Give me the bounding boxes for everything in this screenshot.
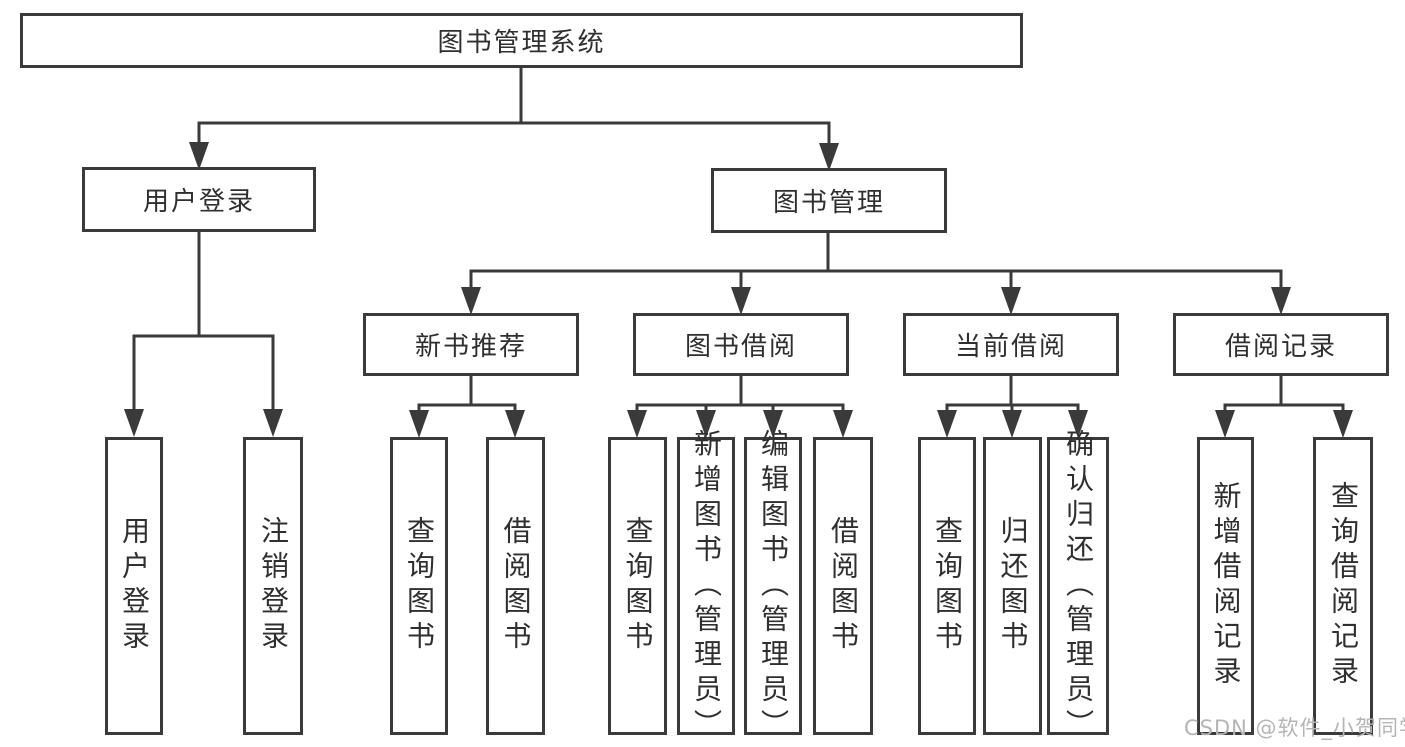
node-label: 编辑图书（管理员）	[757, 428, 790, 744]
node-label: 图书管理	[772, 188, 885, 218]
arrowhead-borrow-record	[1271, 287, 1291, 315]
arrowhead-ul1	[124, 409, 144, 437]
arrowhead-cb1	[937, 410, 957, 438]
node-borrow-book: 借阅图书	[813, 437, 873, 735]
arrowhead-book-management	[819, 143, 839, 171]
arrowhead-current-borrow	[1001, 287, 1021, 315]
arrowhead-br2	[1333, 410, 1353, 438]
csdn-watermark: CSDN @软件_小贺同学	[1184, 716, 1405, 740]
node-label: 新增图书（管理员）	[690, 428, 723, 744]
arrowhead-bb3	[763, 410, 783, 438]
node-label: 归还图书	[996, 516, 1030, 656]
node-confirm-return-admin: 确认归还（管理员）	[1047, 429, 1109, 744]
node-book-borrow: 图书借阅	[633, 313, 849, 376]
node-borrow-query-book: 查询图书	[608, 437, 667, 735]
arrowhead-nb1	[409, 410, 429, 438]
node-label: 查询图书	[403, 516, 436, 656]
arrowhead-br1	[1215, 410, 1235, 438]
node-new-book-recommend: 新书推荐	[363, 313, 579, 376]
node-logout: 注销登录	[243, 437, 303, 735]
node-label: 当前借阅	[954, 332, 1067, 362]
node-label: 借阅图书	[499, 516, 533, 656]
arrowhead-book-borrow	[731, 287, 751, 315]
node-label: 用户登录	[142, 187, 255, 217]
node-label: 用户登录	[118, 516, 151, 656]
node-label: 查询借阅记录	[1327, 481, 1360, 691]
node-label: 新增借阅记录	[1209, 481, 1243, 691]
node-query-borrow-record: 查询借阅记录	[1313, 437, 1373, 735]
node-label: 查询图书	[931, 516, 964, 656]
node-edit-book-admin: 编辑图书（管理员）	[744, 429, 802, 744]
node-return-book: 归还图书	[983, 437, 1042, 735]
node-add-book-admin: 新增图书（管理员）	[677, 429, 735, 744]
arrowhead-new-book	[461, 287, 481, 315]
node-label: 借阅记录	[1224, 332, 1337, 362]
arrowhead-bb2	[696, 410, 716, 438]
node-label: 图书管理系统	[437, 28, 606, 58]
node-label: 新书推荐	[414, 332, 527, 362]
node-add-borrow-record: 新增借阅记录	[1197, 437, 1254, 735]
node-user-login: 用户登录	[82, 167, 316, 232]
arrowhead-cb2	[1002, 410, 1022, 438]
node-new-book-borrow: 借阅图书	[486, 437, 545, 735]
node-label: 图书借阅	[684, 332, 797, 362]
node-label: 注销登录	[257, 516, 290, 656]
arrowhead-cb3	[1068, 410, 1088, 438]
node-borrow-record: 借阅记录	[1173, 313, 1389, 376]
node-user-login-action: 用户登录	[105, 437, 163, 735]
node-label: 查询图书	[621, 516, 655, 656]
node-new-book-query: 查询图书	[390, 437, 448, 735]
arrowhead-nb2	[505, 410, 525, 438]
arrowhead-user-login	[189, 142, 209, 170]
node-library-management-system: 图书管理系统	[20, 13, 1023, 68]
node-current-query-book: 查询图书	[918, 437, 976, 735]
node-book-management: 图书管理	[711, 168, 947, 233]
arrowhead-bb4	[833, 410, 853, 438]
node-label: 借阅图书	[827, 516, 860, 656]
node-current-borrow: 当前借阅	[903, 313, 1119, 376]
node-label: 确认归还（管理员）	[1062, 428, 1095, 744]
arrowhead-ul2	[263, 409, 283, 437]
arrowhead-bb1	[627, 410, 647, 438]
